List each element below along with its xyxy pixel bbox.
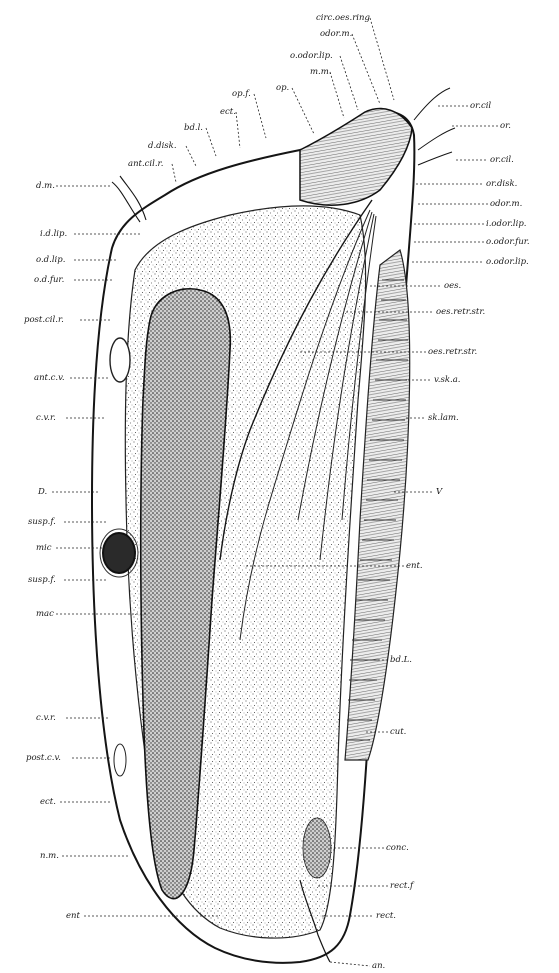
label-ant-cil-r: ant.cil.r. bbox=[128, 159, 163, 169]
label-mac: mac bbox=[36, 609, 54, 619]
label-post-cil-r: post.cil.r. bbox=[24, 315, 64, 325]
label-bd-l: bd.L. bbox=[390, 655, 412, 665]
label-ect-top: ect. bbox=[220, 107, 236, 117]
label-an: an. bbox=[372, 961, 385, 971]
anterior-contractile-vacuole bbox=[110, 338, 130, 382]
label-ent: ent. bbox=[406, 561, 423, 571]
label-odor-m: odor.m. bbox=[490, 199, 522, 209]
label-v: V bbox=[436, 487, 443, 497]
label-d-disk: d.disk. bbox=[148, 141, 177, 151]
label-ect-2: ect. bbox=[40, 797, 56, 807]
label-post-c-v: post.c.v. bbox=[26, 753, 61, 763]
label-m-m: m.m. bbox=[310, 67, 332, 77]
cilia-top-right bbox=[414, 88, 455, 165]
label-sk-lam: sk.lam. bbox=[428, 413, 459, 423]
label-oes-retr-str-1: oes.retr.str. bbox=[436, 307, 485, 317]
label-d-m: d.m. bbox=[36, 181, 55, 191]
label-conc: conc. bbox=[386, 843, 409, 853]
label-d: D. bbox=[37, 487, 47, 497]
label-op-f: op.f. bbox=[232, 89, 251, 99]
label-mic: mic bbox=[36, 543, 52, 553]
label-or-cil-2: or.cil. bbox=[490, 155, 514, 165]
label-ent-2: ent bbox=[66, 911, 81, 921]
micronucleus bbox=[103, 533, 135, 573]
label-c-v-r-2: c.v.r. bbox=[36, 713, 56, 723]
label-i-d-lip: i.d.lip. bbox=[40, 229, 67, 239]
label-o-odor-lip-top: o.odor.lip. bbox=[290, 51, 333, 61]
posterior-contractile-vacuole bbox=[114, 744, 126, 776]
label-bd-l-top: bd.l. bbox=[184, 123, 203, 133]
oral-disk bbox=[300, 109, 412, 206]
label-susp-f-2: susp.f. bbox=[28, 575, 56, 585]
label-rect-f: rect.f bbox=[390, 881, 415, 891]
label-c-v-r: c.v.r. bbox=[36, 413, 56, 423]
label-n-m: n.m. bbox=[40, 851, 59, 861]
concretions bbox=[303, 818, 331, 878]
label-o-d-fur: o.d.fur. bbox=[34, 275, 64, 285]
label-cut: cut. bbox=[390, 727, 406, 737]
label-op: op. bbox=[276, 83, 289, 93]
label-rect: rect. bbox=[376, 911, 396, 921]
label-or-disk: or.disk. bbox=[486, 179, 517, 189]
dorsal-membranelle bbox=[112, 176, 146, 222]
label-oes-retr-str-2: oes.retr.str. bbox=[428, 347, 477, 357]
label-oes: oes. bbox=[444, 281, 461, 291]
label-circ-oes-ring: circ.oes.ring bbox=[316, 13, 370, 23]
label-o-d-lip: o.d.lip. bbox=[36, 255, 65, 265]
label-o-odor-lip: o.odor.lip. bbox=[486, 257, 529, 267]
label-odor-m-top: odor.m. bbox=[320, 29, 352, 39]
label-or-cil-1: or.cil bbox=[470, 101, 491, 111]
label-v-sk-a: v.sk.a. bbox=[434, 375, 460, 385]
label-i-odor-lip: i.odor.lip. bbox=[486, 219, 527, 229]
label-or: or. bbox=[500, 121, 511, 131]
label-susp-f-1: susp.f. bbox=[28, 517, 56, 527]
label-ant-c-v: ant.c.v. bbox=[34, 373, 65, 383]
label-o-odor-fur: o.odor.fur. bbox=[486, 237, 530, 247]
